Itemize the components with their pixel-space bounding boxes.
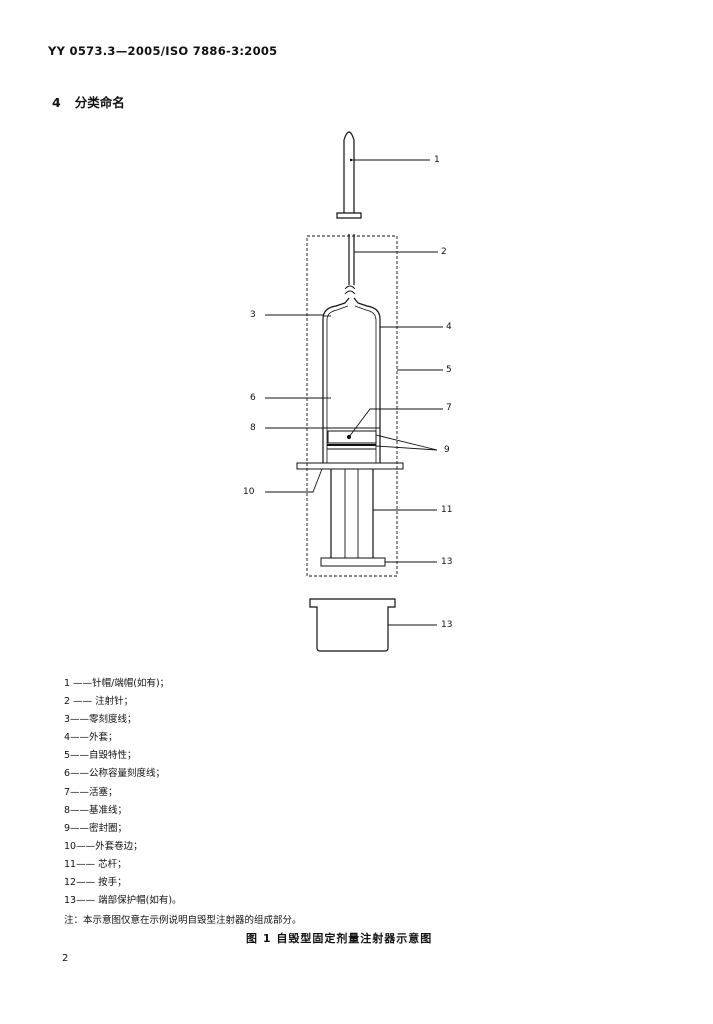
callout-9: 9	[444, 445, 450, 455]
callout-8: 8	[250, 423, 256, 433]
legend-item: 6——公称容量刻度线；	[64, 768, 166, 780]
section-number: 4	[52, 95, 61, 110]
thumb-press	[320, 557, 386, 567]
legend-item: 10——外套卷边；	[64, 840, 143, 852]
callout-1: 1	[434, 155, 440, 165]
needle-cap-flange	[336, 212, 362, 219]
barrel-outer	[322, 297, 381, 463]
legend-item: 4——外套；	[64, 732, 118, 744]
page-header: YY 0573.3—2005/ISO 7886-3:2005	[48, 44, 278, 58]
callout-12: 13	[441, 557, 453, 567]
callout-13: 13	[441, 620, 453, 630]
legend-item: 8——基准线；	[64, 804, 128, 816]
legend-item: 3——零刻度线；	[64, 714, 137, 726]
figure-caption: 图 1 自毁型固定剂量注射器示意图	[246, 932, 433, 945]
figure-note: 注：本示意图仅意在示例说明自毁型注射器的组成部分。	[64, 915, 302, 926]
section-title: 分类命名	[74, 95, 125, 110]
leader-dot-1	[349, 158, 353, 162]
legend-item: 11—— 芯杆；	[64, 858, 127, 870]
needle-break-mark	[344, 285, 356, 295]
callout-7: 7	[446, 403, 452, 413]
legend-item: 7——活塞；	[64, 786, 118, 798]
legend-item: 12—— 按手；	[64, 877, 127, 889]
page-number: 2	[62, 953, 69, 964]
callout-6: 6	[250, 393, 256, 403]
legend-item: 13—— 端部保护帽(如有)。	[64, 895, 182, 907]
legend-item: 9——密封圈；	[64, 822, 128, 834]
legend-list: 1 ——针帽/端帽(如有)； 2 —— 注射针； 3——零刻度线； 4——外套；…	[64, 675, 182, 910]
leader-9	[375, 434, 438, 451]
leader-7	[348, 408, 443, 438]
needle-cap	[343, 131, 355, 213]
section-heading: 4 分类命名	[52, 92, 125, 111]
barrel-flange	[296, 462, 404, 470]
callout-10: 10	[243, 487, 255, 497]
callout-5: 5	[446, 365, 452, 375]
legend-item: 2 —— 注射针；	[64, 696, 134, 708]
legend-item: 1 ——针帽/端帽(如有)；	[64, 678, 170, 689]
callout-2: 2	[441, 247, 447, 257]
piston	[327, 430, 377, 444]
leader-10	[265, 468, 323, 493]
callout-11: 11	[441, 505, 453, 515]
legend-item: 5——自毁特性；	[64, 750, 137, 762]
end-protector-cap	[309, 598, 396, 652]
self-destruct-region	[306, 235, 398, 577]
callout-3: 3	[250, 310, 256, 320]
callout-4: 4	[446, 322, 452, 332]
barrel-inner	[326, 305, 377, 463]
